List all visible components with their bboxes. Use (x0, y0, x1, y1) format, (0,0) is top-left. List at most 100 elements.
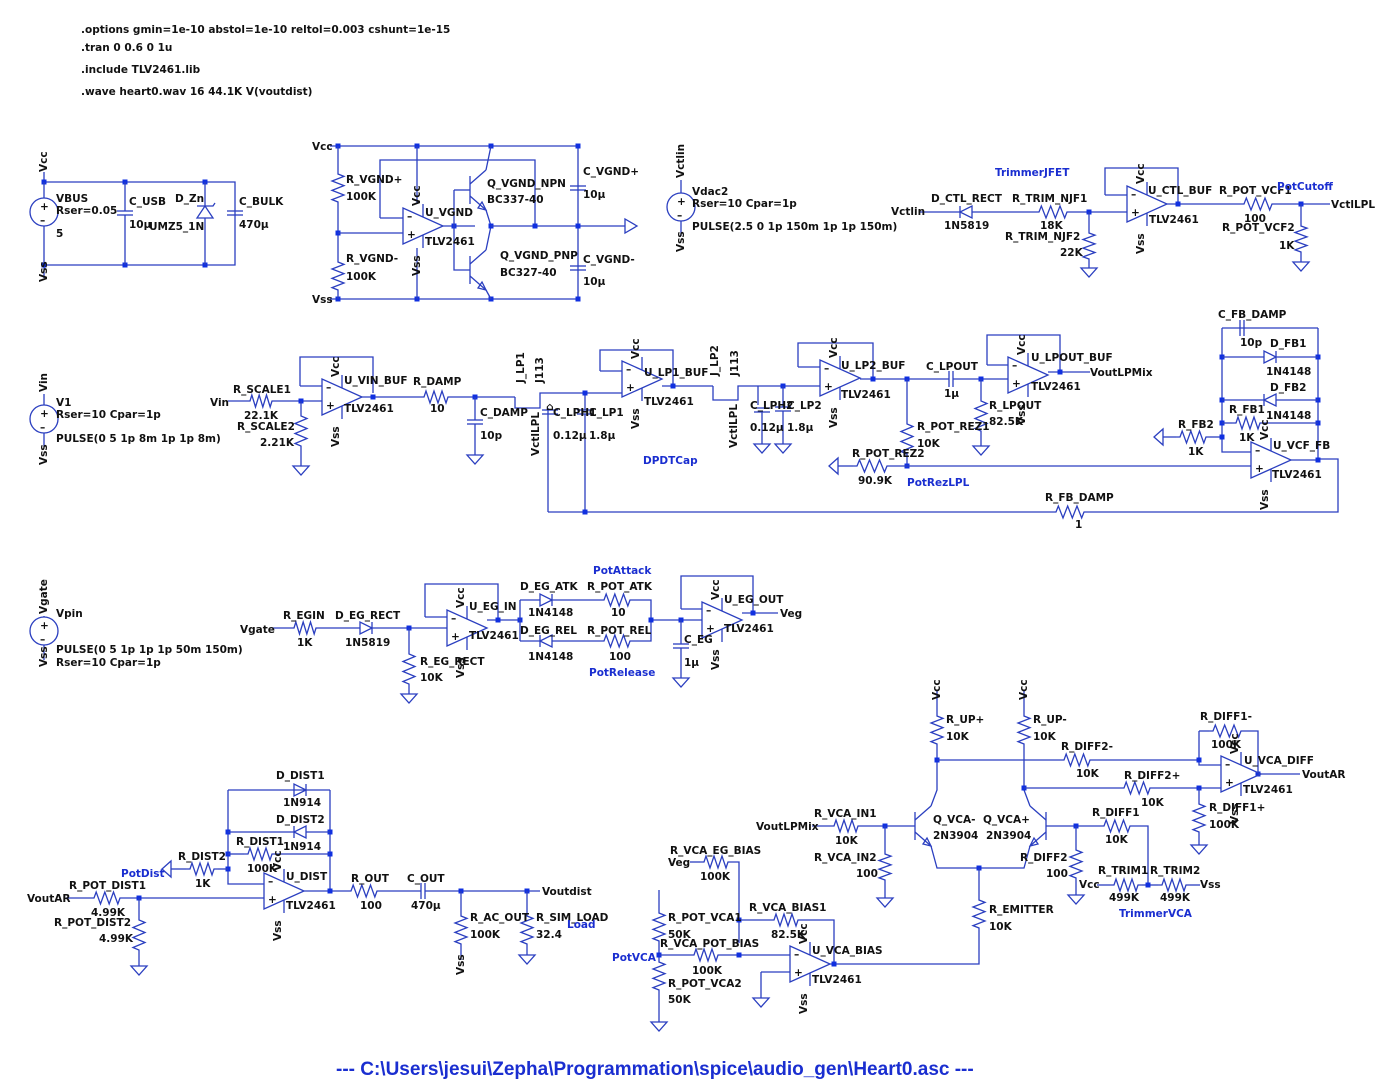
label: 32.4 (536, 929, 562, 941)
r-pot-vca2 (651, 958, 667, 994)
label: C_OUT (407, 873, 445, 885)
junction (1145, 882, 1151, 888)
transistor-pnp (469, 249, 487, 265)
label: Q_VCA+ (983, 814, 1030, 826)
ground-icon (752, 443, 772, 454)
label: 1K (1279, 240, 1295, 252)
label: C_LPH1 (553, 407, 596, 419)
label: 10µ (583, 276, 606, 288)
label: Q_VCA- (933, 814, 976, 826)
junction (370, 394, 376, 400)
transistor-q-vca-plus (1029, 831, 1047, 847)
ground-icon (129, 965, 149, 976)
label: 10K (1141, 797, 1165, 809)
vcc-pin-label: Vcc (710, 579, 722, 600)
vcc-pin-label: Vcc (1259, 419, 1271, 440)
ground-icon (1079, 267, 1099, 278)
label: VoutAR (27, 893, 70, 905)
wire (1245, 730, 1259, 775)
label-pot-rez: PotRezLPL (907, 477, 970, 489)
label: Q_VGND_NPN (487, 178, 566, 190)
label: 100K (346, 191, 377, 203)
label: U_VGND (425, 207, 473, 219)
label: R_LPOUT (989, 400, 1042, 412)
jfet-name: J_LP1 (515, 352, 527, 384)
label: TLV2461 (644, 396, 694, 408)
label-trimmer-jfet: TrimmerJFET (995, 167, 1070, 179)
label: C_LP1 (589, 407, 624, 419)
label: Vdac2 (692, 186, 728, 198)
vss-pin-label: Vss (1135, 233, 1147, 254)
r-fb-damp (1052, 504, 1088, 520)
r-vca-in2 (877, 850, 893, 884)
transistor-npn (469, 195, 487, 211)
vss-pin-label: Vss (630, 408, 642, 429)
label: 0.12µ (553, 430, 587, 442)
label: U_LPOUT_BUF (1031, 352, 1113, 364)
label: Vpin (56, 608, 83, 620)
opamp-pin-sign: – (1225, 759, 1230, 771)
vcc-pin-label: Vcc (330, 356, 342, 377)
label: 1K (1239, 432, 1255, 444)
r-eg-rect (401, 650, 417, 688)
junction (870, 376, 876, 382)
vcc-pin-label: Vcc (1229, 733, 1241, 754)
net-vss: Vss (455, 954, 467, 975)
opamp-pin-sign: – (1012, 360, 1017, 372)
label-pot-dist: PotDist (121, 868, 165, 880)
diode-d-eg-rect (359, 620, 374, 636)
opamp-pin-sign: – (1255, 445, 1260, 457)
label: PULSE(0 5 1p 8m 1p 1p 8m) (56, 433, 221, 445)
label: 100 (360, 900, 382, 912)
label: R_POT_DIST2 (54, 917, 131, 929)
wire (1088, 328, 1339, 513)
wire (485, 145, 492, 171)
ground-icon (828, 456, 839, 476)
label: 2N3904 (933, 830, 978, 842)
label: R_FB2 (1178, 419, 1214, 431)
label-pot-cutoff: PotCutoff (1277, 181, 1333, 193)
wire (1198, 731, 1221, 766)
ground-icon (161, 859, 172, 879)
label: R_POT_VCF2 (1222, 222, 1295, 234)
net-vcc: Vcc (931, 679, 943, 700)
label: U_VCA_BIAS (812, 945, 883, 957)
wire (797, 342, 874, 379)
label: R_POT_VCF1 (1219, 185, 1292, 197)
net-vss: Vss (38, 646, 50, 667)
r-vgnd-minus (330, 258, 346, 294)
label: TLV2461 (1243, 784, 1293, 796)
label-pot-vca: PotVCA (612, 952, 657, 964)
label: 1µ (944, 388, 959, 400)
junction (582, 390, 588, 396)
label: Veg (668, 857, 690, 869)
opamp-pin-sign: – (268, 876, 273, 888)
label: 10K (835, 835, 859, 847)
label: R_VGND+ (346, 174, 402, 186)
label: 1K (1188, 446, 1204, 458)
transistor-npn (476, 200, 488, 211)
label: U_LP1_BUF (644, 367, 708, 379)
label: U_CTL_BUF (1148, 185, 1212, 197)
label: VoutLPMix (756, 821, 819, 833)
vcc-pin-label: Vcc (1016, 334, 1028, 355)
label: UMZ5_1N (149, 221, 204, 233)
r-pot-atk (600, 592, 634, 608)
vcc-pin-label: Vcc (411, 185, 423, 206)
jfet-model: J113 (534, 357, 546, 384)
label: Veg (780, 608, 802, 620)
label-pot-release: PotRelease (589, 667, 655, 679)
vss-pin-label: Vss (411, 255, 423, 276)
label: R_VCA_BIAS1 (749, 902, 826, 914)
label: C_EG (684, 634, 713, 646)
ground-icon (751, 997, 771, 1008)
label-trimmer-vca: TrimmerVCA (1119, 908, 1193, 920)
label: C_LPH2 (750, 400, 793, 412)
label: D_FB1 (1270, 338, 1306, 350)
jfet-model: J113 (729, 350, 741, 377)
label: Voutdist (542, 886, 592, 898)
minus-sign: – (40, 215, 45, 227)
wire (227, 790, 264, 885)
label: 1N4148 (1266, 410, 1311, 422)
label: R_SCALE2 (237, 421, 295, 433)
